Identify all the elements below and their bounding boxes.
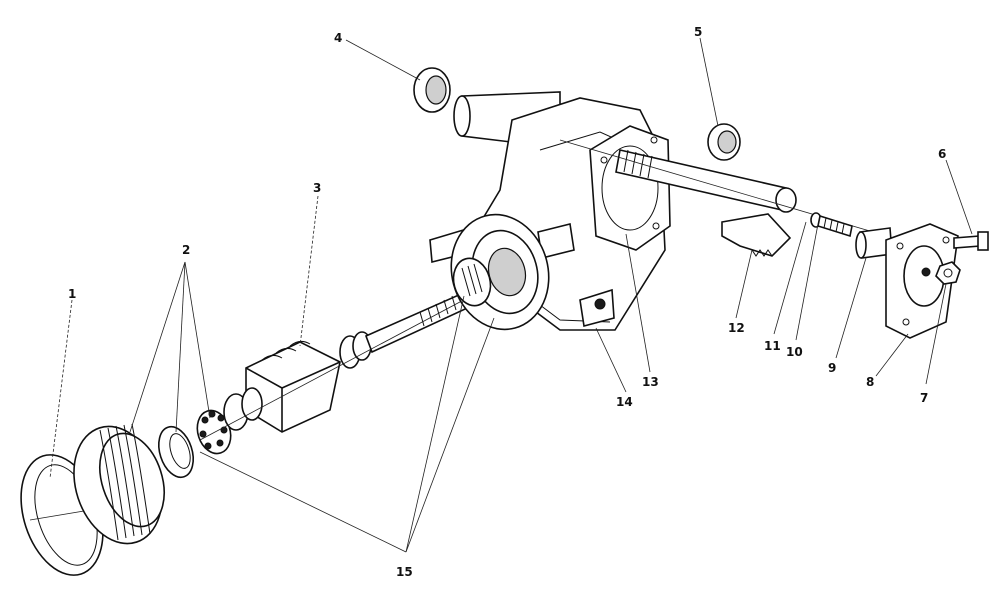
label-part-14: 14 [616,395,633,409]
part-2-threaded-adjuster [73,423,165,545]
label-part-5: 5 [694,25,702,39]
label-part-11: 11 [764,339,781,353]
label-part-3: 3 [313,181,321,195]
label-part-9: 9 [828,361,836,375]
label-part-7: 7 [920,391,928,405]
label-part-4: 4 [334,31,342,45]
label-part-15: 15 [396,565,413,579]
label-part-10: 10 [786,345,803,359]
part-2-lock-ring [157,425,195,479]
label-part-12: 12 [728,321,745,335]
callout-labels: 1 2 3 4 5 6 7 8 9 10 11 12 13 14 15 [68,25,946,579]
part-5-seal [707,123,741,161]
part-7-nut [935,261,961,285]
label-part-2: 2 [182,243,190,257]
part-4-seal [413,67,451,113]
part-10-adjuster-screw [810,212,853,238]
label-part-6: 6 [938,147,946,161]
label-part-13: 13 [642,375,659,389]
part-12-sector-gear [721,213,792,257]
label-part-8: 8 [866,375,874,389]
part-8-side-cover [885,223,959,339]
leader-lines [49,37,973,553]
part-6-bolt [953,231,989,251]
part-13-gasket [589,125,671,251]
label-part-1: 1 [68,287,76,301]
part-3-worm-shaft-assembly [199,285,491,441]
